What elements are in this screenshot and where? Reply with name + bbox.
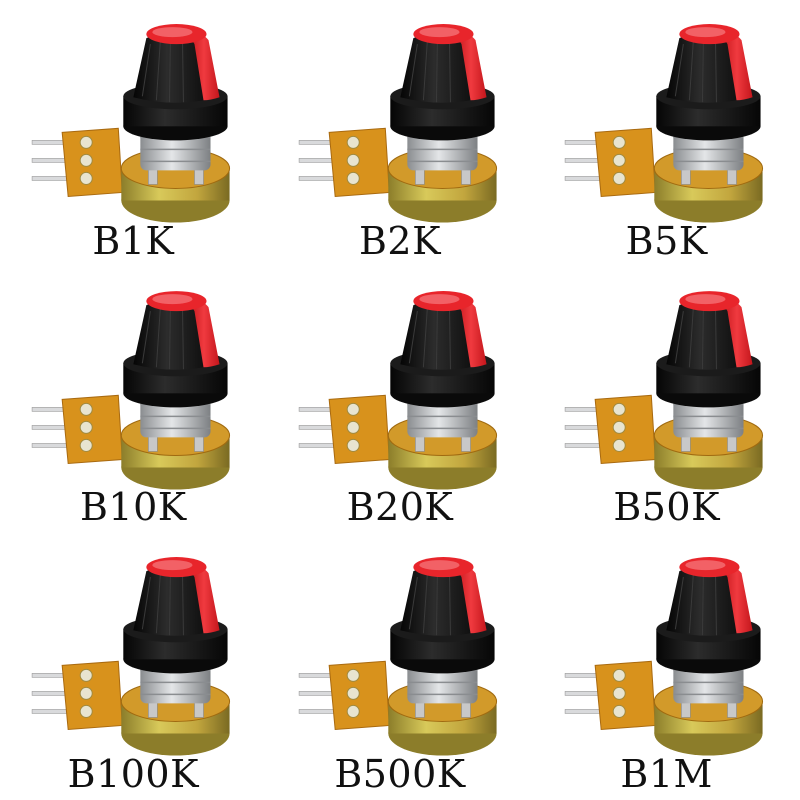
- product-label: B1K: [92, 218, 175, 263]
- product-cell: B10K: [0, 267, 267, 534]
- product-label: B1M: [620, 751, 713, 796]
- product-label: B10K: [79, 485, 187, 530]
- product-label: B100K: [67, 751, 199, 796]
- product-label: B2K: [358, 218, 441, 263]
- product-cell: B1M: [533, 533, 800, 800]
- product-cell: B5K: [533, 0, 800, 267]
- product-cell: B100K: [0, 533, 267, 800]
- product-cell: B20K: [267, 267, 534, 534]
- product-label: B50K: [613, 485, 720, 530]
- product-cell: B500K: [267, 533, 534, 800]
- product-label: B500K: [334, 751, 466, 796]
- product-cell: B2K: [267, 0, 534, 267]
- product-label: B20K: [346, 485, 454, 530]
- product-label: B5K: [625, 218, 708, 263]
- product-cell: B50K: [533, 267, 800, 534]
- product-cell: B1K: [0, 0, 267, 267]
